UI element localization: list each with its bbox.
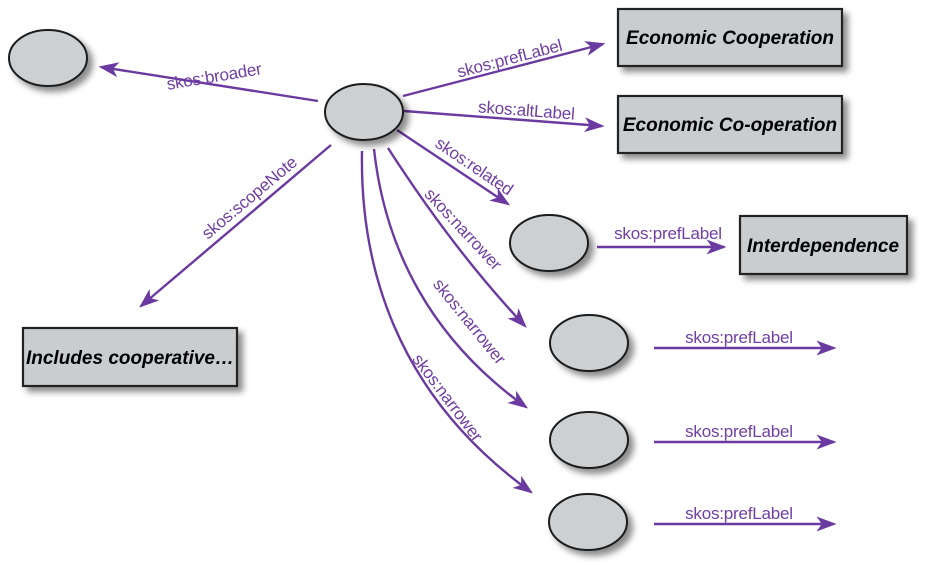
edge-skos-narrower-1 (386, 147, 527, 328)
edge-skos-narrower-3 (360, 150, 534, 494)
literal-box-alt-label (616, 94, 844, 155)
literal-text-scope-note: Includes cooperative… (26, 348, 234, 369)
edge-skos-scopenote (139, 144, 332, 308)
edge-skos-preflabel-top (402, 41, 606, 98)
edge-label-skos-preflabel-row-3: skos:prefLabel (685, 504, 793, 523)
edge-label-skos-narrower-2: skos:narrower (429, 275, 510, 368)
literal-box-interdependence (738, 214, 909, 276)
literal-text-interdependence: Interdependence (747, 236, 899, 257)
edge-label-skos-preflabel-row-2: skos:prefLabel (685, 422, 793, 441)
node-broader-concept (8, 29, 88, 87)
literal-box-scope-note (21, 326, 239, 388)
literal-text-alt-label: Economic Co-operation (623, 115, 837, 136)
edge-skos-broader (98, 62, 319, 103)
edge-skos-related (396, 129, 511, 206)
node-narrower-concept-3 (548, 493, 628, 551)
edge-label-skos-broader: skos:broader (165, 59, 263, 94)
literal-scope-note: Includes cooperative… (21, 326, 239, 388)
edge-label-skos-related: skos:related (432, 134, 517, 200)
node-related-concept (509, 214, 589, 272)
edge-label-skos-preflabel-row-1: skos:prefLabel (685, 328, 793, 347)
edge-skos-altlabel (403, 109, 605, 133)
node-narrower-concept-2 (549, 411, 629, 469)
edge-label-skos-scopenote: skos:scopeNote (198, 153, 301, 244)
edge-label-skos-preflabel-interdependence: skos:prefLabel (614, 224, 722, 243)
literal-alt-label: Economic Co-operation (616, 94, 844, 155)
literal-box-pref-label (616, 7, 844, 68)
node-central-concept (324, 83, 404, 141)
edge-label-skos-altlabel: skos:altLabel (478, 97, 576, 123)
literal-pref-label: Economic Cooperation (616, 7, 844, 68)
node-narrower-concept-1 (549, 314, 629, 372)
literal-interdependence: Interdependence (738, 214, 909, 276)
literal-text-pref-label: Economic Cooperation (626, 28, 834, 49)
edge-skos-narrower-2 (372, 148, 529, 409)
edge-label-skos-narrower-1: skos:narrower (421, 185, 506, 275)
